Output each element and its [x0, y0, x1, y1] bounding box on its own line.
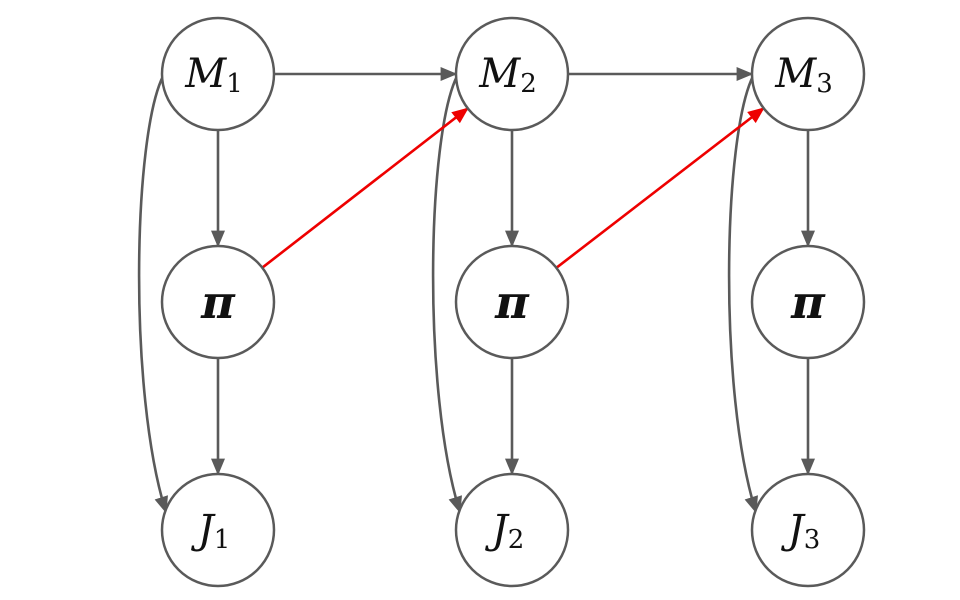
node-J1: J1 — [160, 472, 276, 588]
node-label: M1 — [184, 51, 243, 99]
edge-M1-to-J1 — [137, 75, 168, 514]
node-label-main: π — [200, 275, 236, 329]
node-label: π — [494, 275, 530, 329]
node-label-subscript: 2 — [508, 525, 525, 555]
node-pi2: π — [454, 244, 570, 360]
node-pi1: π — [160, 244, 276, 360]
edge-pi1-to-M2 — [261, 107, 469, 269]
node-label-main: M — [774, 51, 817, 97]
node-circle — [750, 244, 866, 360]
node-label-main: M — [478, 51, 521, 97]
node-circle — [454, 16, 570, 132]
node-J3: J3 — [750, 472, 866, 588]
node-M1: M1 — [160, 16, 276, 132]
node-circle — [160, 244, 276, 360]
node-label-main: π — [494, 275, 530, 329]
node-label-subscript: 2 — [520, 69, 537, 99]
node-circle — [160, 16, 276, 132]
node-M2: M2 — [454, 16, 570, 132]
node-pi3: π — [750, 244, 866, 360]
node-circle — [454, 244, 570, 360]
node-label-subscript: 1 — [226, 69, 243, 99]
node-M3: M3 — [750, 16, 866, 132]
node-circle — [454, 472, 570, 588]
node-label-main: M — [184, 51, 227, 97]
node-label: M3 — [774, 51, 833, 99]
node-circle — [160, 472, 276, 588]
edge-pi2-to-M3 — [555, 107, 765, 269]
node-label: π — [790, 275, 826, 329]
node-label: M2 — [478, 51, 537, 99]
node-J2: J2 — [454, 472, 570, 588]
node-circle — [750, 472, 866, 588]
node-label-subscript: 3 — [804, 525, 821, 555]
node-circle — [750, 16, 866, 132]
edges-layer — [137, 67, 815, 514]
edge-M3-to-J3 — [727, 75, 758, 514]
edge-M2-to-J2 — [431, 75, 462, 514]
node-label-subscript: 3 — [816, 69, 833, 99]
node-label-main: π — [790, 275, 826, 329]
node-label-subscript: 1 — [214, 525, 231, 555]
node-label: π — [200, 275, 236, 329]
